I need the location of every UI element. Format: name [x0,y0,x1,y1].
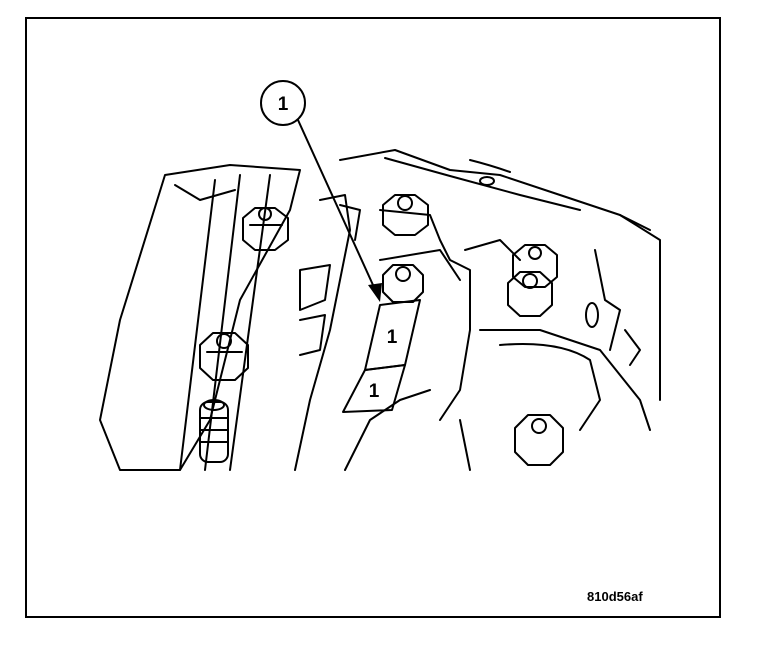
right-lower-bolt [514,414,564,466]
center-lower-bolt [382,264,424,303]
center-upper-bolt [382,194,429,236]
figure-code: 810d56af [587,589,643,604]
figure-frame [25,17,721,618]
block-hole [479,176,495,186]
cap-mark-upper: 1 [387,327,398,348]
cap-mark-block-lower [342,364,406,413]
callout-number: 1 [278,94,289,115]
right-middle-bolt [507,271,553,317]
left-stud [199,399,229,463]
left-lower-bolt [199,332,249,381]
callout-arrowhead [368,283,382,302]
callout-circle [260,80,306,126]
left-upper-bolt [242,207,289,251]
crank-throw [479,329,651,431]
right-upper-bolt [512,244,558,288]
callout-leader [297,119,379,297]
block-top-edge [339,149,651,231]
cap-mark-lower: 1 [369,381,380,402]
rod-left-edge [294,194,351,471]
rod-cap-outline [379,209,471,421]
